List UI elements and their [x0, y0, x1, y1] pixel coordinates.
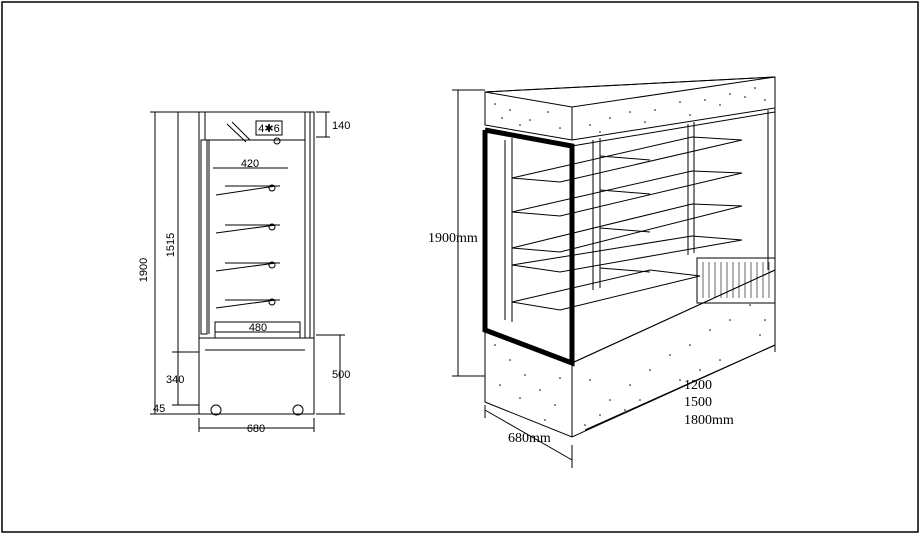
- iso-label-length-1: 1200: [684, 378, 712, 393]
- iso-canopy-outline: [484, 76, 776, 141]
- iso-view: [452, 76, 776, 468]
- side-bottom-deck: [214, 321, 301, 339]
- side-door-frame: [200, 139, 208, 335]
- side-wheel-front: [210, 404, 222, 416]
- iso-shelf-bracket-3: [599, 227, 651, 233]
- iso-canopy-top: [484, 76, 776, 108]
- iso-vent-slots: [702, 262, 770, 298]
- side-shelf-bracket-3: [268, 261, 276, 269]
- iso-shelf-1: [511, 136, 743, 183]
- label-overall-height: 1900: [138, 258, 150, 282]
- side-shelf-bracket-4: [268, 298, 276, 306]
- iso-front-left-frame: [482, 127, 575, 367]
- label-interior-height: 1515: [165, 233, 177, 257]
- iso-label-height: 1900mm: [428, 231, 478, 246]
- side-shelf-1-slope: [215, 185, 277, 196]
- iso-label-length-2: 1500: [684, 395, 712, 410]
- side-shelf-bracket-2: [268, 223, 276, 231]
- iso-top-rail: [571, 111, 776, 147]
- label-base-height: 340: [166, 374, 184, 386]
- side-shelf-3-slope: [215, 262, 277, 272]
- iso-dim-line-depth: [484, 409, 573, 461]
- iso-shelf-bracket-1: [599, 155, 651, 161]
- iso-dim-line-length: [584, 344, 776, 431]
- iso-canopy-texture: [494, 87, 766, 133]
- side-shelf-bracket-1: [268, 184, 276, 192]
- side-shelf-bracket-top: [273, 137, 281, 145]
- side-view: [150, 111, 345, 432]
- iso-shelf-5: [511, 269, 701, 311]
- iso-shelf-3: [511, 203, 743, 253]
- iso-shelf-bracket-4: [599, 267, 651, 273]
- iso-shelf-2: [511, 170, 743, 217]
- label-kick-height: 45: [153, 403, 165, 415]
- side-wheel-back: [292, 404, 304, 416]
- label-lamp: 4✱6: [258, 123, 279, 135]
- side-top-shelf: [226, 123, 247, 143]
- iso-label-length-3: 1800mm: [684, 413, 734, 428]
- side-top-shelf-2: [231, 121, 251, 141]
- label-shelf-depth: 420: [241, 158, 259, 170]
- label-bottom-shelf-depth: 480: [249, 322, 267, 334]
- iso-base-outline: [484, 269, 776, 438]
- iso-shelf-4: [511, 235, 743, 273]
- side-lamp-box: [255, 120, 283, 136]
- label-top-depth: 140: [332, 120, 350, 132]
- iso-shelf-bracket-2: [599, 189, 651, 195]
- side-canopy: [204, 111, 306, 141]
- iso-label-depth: 680mm: [508, 431, 551, 446]
- label-base-right-height: 500: [332, 369, 350, 381]
- side-shelf-4-slope: [215, 299, 277, 309]
- side-shelf-2-slope: [215, 224, 277, 234]
- label-overall-width: 680: [247, 423, 265, 435]
- iso-base-texture: [494, 304, 766, 426]
